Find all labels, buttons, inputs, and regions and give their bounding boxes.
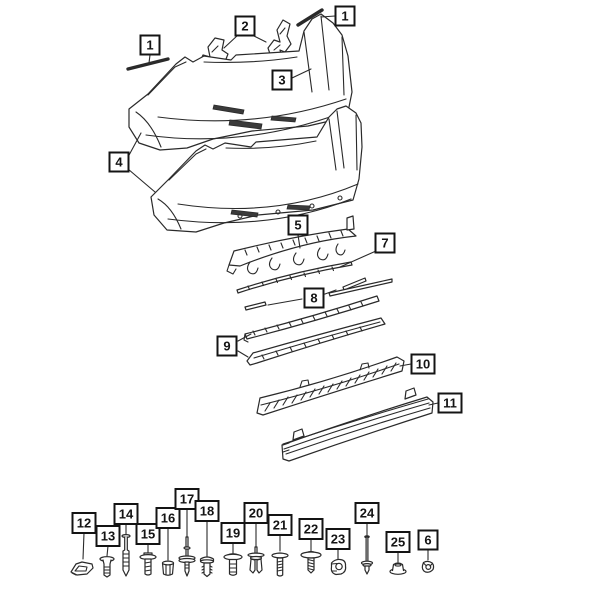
callout-23[interactable]: 23 bbox=[325, 528, 351, 550]
callout-11[interactable]: 11 bbox=[437, 392, 463, 414]
callout-6[interactable]: 6 bbox=[417, 529, 439, 551]
callout-9[interactable]: 9 bbox=[216, 335, 238, 357]
washer-bolt-icon bbox=[139, 552, 157, 576]
coarse-thread-screw-icon bbox=[300, 550, 322, 574]
u-clip-icon bbox=[70, 561, 94, 576]
long-rivet-icon bbox=[121, 534, 131, 577]
callout-15[interactable]: 15 bbox=[135, 523, 161, 545]
push-rivet-icon bbox=[99, 556, 115, 578]
pan-head-screw-icon bbox=[223, 553, 243, 576]
energy-absorber bbox=[256, 356, 405, 416]
rear-fascia-lower bbox=[150, 105, 363, 233]
trim-strip-left bbox=[126, 57, 170, 71]
blind-rivet-icon bbox=[360, 535, 374, 575]
callout-2[interactable]: 2 bbox=[234, 15, 256, 37]
callout-8[interactable]: 8 bbox=[303, 287, 325, 309]
callout-1-left[interactable]: 1 bbox=[139, 34, 161, 56]
rear-fascia-upper bbox=[128, 13, 353, 151]
svg-text:12: 12 bbox=[77, 516, 91, 531]
callout-25[interactable]: 25 bbox=[385, 531, 411, 553]
svg-text:4: 4 bbox=[115, 155, 123, 170]
callout-10[interactable]: 10 bbox=[410, 353, 436, 375]
svg-text:19: 19 bbox=[226, 526, 240, 541]
fir-tree-clip-icon bbox=[199, 556, 215, 578]
callout-21[interactable]: 21 bbox=[267, 514, 293, 536]
callout-18[interactable]: 18 bbox=[194, 500, 220, 522]
svg-text:1: 1 bbox=[341, 9, 348, 24]
callout-3[interactable]: 3 bbox=[271, 69, 293, 91]
svg-text:25: 25 bbox=[391, 535, 405, 550]
callout-22[interactable]: 22 bbox=[298, 518, 324, 540]
svg-text:7: 7 bbox=[381, 236, 388, 251]
callout-20[interactable]: 20 bbox=[243, 502, 269, 524]
lower-closeout-bracket bbox=[226, 215, 357, 275]
callout-14[interactable]: 14 bbox=[113, 503, 139, 525]
spacer-sleeve-icon bbox=[161, 560, 175, 576]
bumper-bracket-right bbox=[267, 19, 292, 61]
svg-text:10: 10 bbox=[416, 357, 430, 372]
molding-strip-8 bbox=[244, 278, 393, 311]
callout-17[interactable]: 17 bbox=[174, 488, 200, 510]
callout-16[interactable]: 16 bbox=[155, 507, 181, 529]
molding-strip-7 bbox=[236, 261, 367, 294]
callout-13[interactable]: 13 bbox=[95, 525, 121, 547]
callout-5[interactable]: 5 bbox=[287, 214, 309, 236]
svg-text:17: 17 bbox=[180, 492, 194, 507]
callout-1-right[interactable]: 1 bbox=[334, 5, 356, 27]
svg-text:24: 24 bbox=[360, 506, 375, 521]
flange-nut-icon bbox=[389, 562, 407, 575]
svg-text:21: 21 bbox=[273, 518, 287, 533]
svg-text:20: 20 bbox=[249, 506, 263, 521]
push-nut-icon bbox=[421, 560, 435, 573]
svg-text:6: 6 bbox=[424, 533, 431, 548]
reinforcement-beam bbox=[281, 387, 434, 462]
push-pin-icon bbox=[247, 546, 265, 574]
svg-text:9: 9 bbox=[223, 339, 230, 354]
valance-strip-upper bbox=[243, 295, 380, 343]
svg-text:8: 8 bbox=[310, 291, 317, 306]
grommet-nut-icon bbox=[330, 558, 347, 576]
svg-text:14: 14 bbox=[119, 507, 134, 522]
svg-text:5: 5 bbox=[294, 218, 301, 233]
svg-text:16: 16 bbox=[161, 511, 175, 526]
callout-7[interactable]: 7 bbox=[374, 232, 396, 254]
svg-text:1: 1 bbox=[146, 38, 153, 53]
trim-strip-right bbox=[296, 8, 324, 27]
callout-4[interactable]: 4 bbox=[108, 151, 130, 173]
svg-text:2: 2 bbox=[241, 19, 248, 34]
svg-text:15: 15 bbox=[141, 527, 155, 542]
svg-text:23: 23 bbox=[331, 532, 345, 547]
callout-12[interactable]: 12 bbox=[71, 512, 97, 534]
svg-text:13: 13 bbox=[101, 529, 115, 544]
svg-text:11: 11 bbox=[443, 396, 457, 411]
svg-text:22: 22 bbox=[304, 522, 318, 537]
svg-text:3: 3 bbox=[278, 73, 285, 88]
valance-strip-lower bbox=[246, 317, 386, 366]
callout-24[interactable]: 24 bbox=[354, 502, 380, 524]
flange-bolt-icon bbox=[271, 552, 289, 577]
long-stud-icon bbox=[178, 536, 196, 577]
svg-text:18: 18 bbox=[200, 504, 214, 519]
callout-19[interactable]: 19 bbox=[220, 522, 246, 544]
